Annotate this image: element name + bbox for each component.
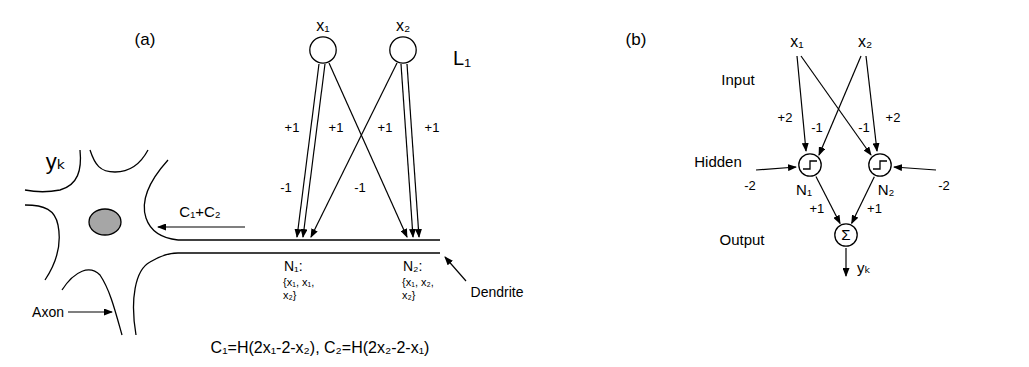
neuron-outline <box>25 150 440 335</box>
step-symbol <box>873 161 887 169</box>
step-symbol <box>803 161 817 169</box>
input-label: x₂ <box>858 33 872 51</box>
current-arrow <box>158 226 245 227</box>
node-circle <box>310 37 336 63</box>
input-set: {x₁, x₂, x₂} <box>402 276 438 302</box>
dendrite-line <box>178 239 440 240</box>
hidden-unit: N₁ <box>798 153 822 177</box>
weight-arrow <box>801 56 871 155</box>
panel-label: (b) <box>626 30 647 50</box>
synapse-arrow <box>407 64 419 237</box>
arrows-a <box>68 63 466 312</box>
weight-arrow <box>819 56 861 155</box>
axon-outline <box>62 270 122 335</box>
synapse-arrow <box>401 64 413 237</box>
neuron-label: yₖ <box>46 149 66 174</box>
node-label: Σ <box>841 226 850 243</box>
node-heading: yₖ <box>857 259 871 276</box>
weight-label: -1 <box>811 121 823 136</box>
current-label: C₁+C₂ <box>179 203 220 220</box>
step-symbols <box>803 161 887 169</box>
weight-label: +2 <box>886 111 901 126</box>
panel-label: (a) <box>135 30 156 50</box>
bias-label: -2 <box>744 179 756 194</box>
weight-label: -1 <box>354 181 366 196</box>
synapse-arrow <box>311 63 397 237</box>
branch-label: N₁: <box>284 258 303 274</box>
weight-label: +1 <box>866 202 883 217</box>
node-label: x₂ <box>396 17 410 35</box>
weight-label: -1 <box>280 181 292 196</box>
soma-outline <box>144 160 178 240</box>
soma-outline <box>25 150 80 192</box>
layer-label: Input <box>721 71 754 88</box>
layer-label: L₁ <box>453 47 471 70</box>
synapse-arrow <box>297 64 319 237</box>
node-label: N₁ <box>796 181 812 198</box>
node-circle <box>869 154 891 176</box>
node-circle <box>799 154 821 176</box>
node-circle <box>390 37 416 63</box>
node-label: x₁ <box>316 17 329 35</box>
bias-arrow <box>894 167 936 170</box>
bias-label: -2 <box>938 179 950 194</box>
node-circle <box>835 224 857 246</box>
input-neuron: x₂ <box>389 36 417 64</box>
weight-label: -1 <box>858 121 870 136</box>
weight-label: +1 <box>285 121 300 136</box>
part-label: Axon <box>32 304 64 320</box>
weight-label: +1 <box>808 202 825 217</box>
branch-label: N₂: <box>403 258 422 274</box>
node-outline <box>798 153 822 177</box>
layer-label: Hidden <box>694 153 742 170</box>
weight-label: +2 <box>778 111 793 126</box>
bias-arrow <box>756 167 796 170</box>
node-outline <box>868 153 892 177</box>
equation: C₁=H(2x₁-2-x₂), C₂=H(2x₂-2-x₁) <box>211 339 430 357</box>
node-outline <box>389 36 417 64</box>
nucleus <box>89 209 121 235</box>
arrows-b <box>756 56 936 276</box>
input-set: {x₁, x₁, x₂} <box>283 276 319 302</box>
hidden-unit: N₂ <box>868 153 892 177</box>
synapse-arrow <box>303 64 325 237</box>
soma-outline <box>90 150 148 172</box>
weight-arrow <box>797 56 806 151</box>
node-outline <box>309 36 337 64</box>
weight-label: +1 <box>425 121 440 136</box>
axon-outline <box>134 253 178 335</box>
weight-label: +1 <box>378 121 393 136</box>
part-label: Dendrite <box>471 284 524 300</box>
weight-arrow <box>866 56 877 151</box>
input-label: x₁ <box>790 33 803 51</box>
output-unit: Σyₖ <box>834 223 858 247</box>
leader-arrow <box>68 311 112 312</box>
dendrite-line <box>178 252 440 253</box>
output-arrow <box>845 248 846 276</box>
soma-outline <box>25 205 59 280</box>
input-neuron: x₁ <box>309 36 337 64</box>
node-label: N₂ <box>878 181 895 198</box>
layer-label: Output <box>719 231 764 248</box>
leader-arrow <box>445 257 466 281</box>
synapse-arrow <box>329 63 407 237</box>
weight-label: +1 <box>329 121 344 136</box>
